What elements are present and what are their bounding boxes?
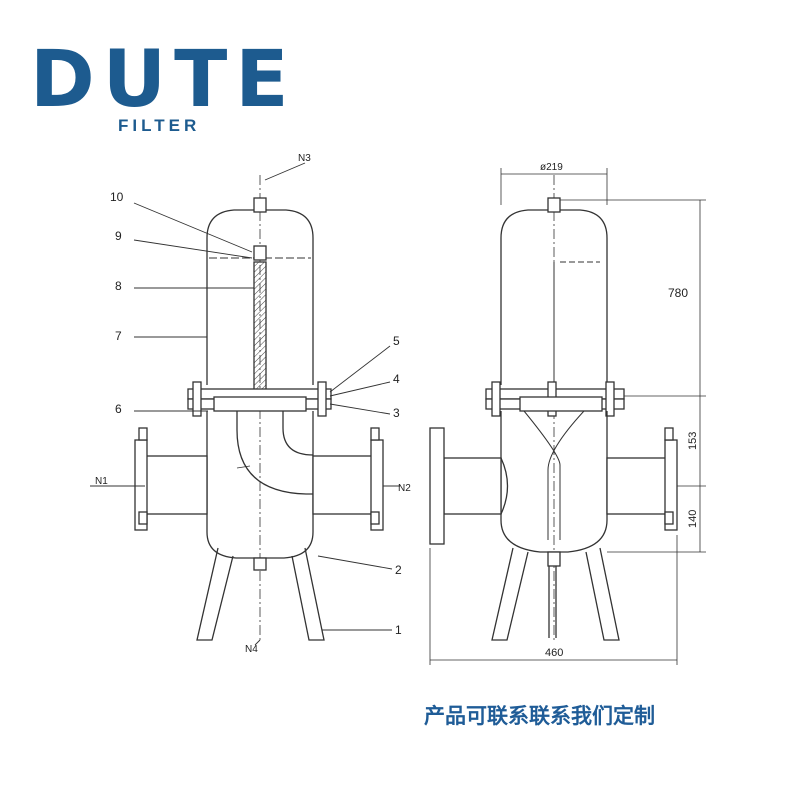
side-top-nozzle bbox=[547, 197, 561, 213]
part-label-2: 2 bbox=[395, 563, 402, 577]
side-right-pipe bbox=[606, 457, 668, 515]
element-top-nut bbox=[253, 245, 267, 261]
side-upper-vessel bbox=[500, 209, 608, 385]
part-label-6: 6 bbox=[115, 402, 122, 416]
filter-element bbox=[253, 261, 267, 397]
side-leg-left bbox=[491, 547, 529, 641]
nozzle-n3 bbox=[253, 197, 267, 213]
side-view bbox=[429, 168, 706, 665]
part-label-10: 10 bbox=[110, 190, 124, 204]
nozzle-n4 bbox=[253, 557, 267, 571]
dimension-labels: ø219 780 153 140 460 bbox=[540, 162, 699, 659]
part-label-9: 9 bbox=[115, 229, 122, 243]
brand-tagline: FILTER bbox=[118, 116, 201, 135]
side-leg-right bbox=[585, 547, 620, 641]
side-left-pipe bbox=[443, 457, 502, 515]
side-left-flange bbox=[429, 427, 445, 545]
inner-elbow bbox=[236, 411, 314, 495]
part-label-8: 8 bbox=[115, 279, 122, 293]
front-leg-right bbox=[291, 547, 325, 641]
front-leg-left bbox=[196, 547, 234, 641]
part-labels: 10 9 8 7 6 5 4 3 2 1 N3 N1 N2 N4 bbox=[95, 153, 411, 655]
nozzle-label-n1: N1 bbox=[95, 476, 108, 487]
dim-height-mid: 153 bbox=[687, 432, 699, 450]
nozzle-n1-pipe bbox=[144, 455, 208, 515]
nozzle-label-n3: N3 bbox=[298, 153, 311, 164]
nozzle-n2-pipe bbox=[312, 455, 374, 515]
nozzle-label-n2: N2 bbox=[398, 483, 411, 494]
part-label-4: 4 bbox=[393, 372, 400, 386]
part-label-3: 3 bbox=[393, 406, 400, 420]
tube-sheet bbox=[213, 396, 307, 412]
dimensions bbox=[429, 168, 706, 665]
part-label-5: 5 bbox=[393, 334, 400, 348]
front-view bbox=[90, 162, 400, 646]
dim-diameter: ø219 bbox=[540, 162, 563, 173]
dim-width: 460 bbox=[545, 647, 563, 659]
part-label-1: 1 bbox=[395, 623, 402, 637]
nozzle-label-n4: N4 bbox=[245, 644, 258, 655]
dim-height-top: 780 bbox=[668, 286, 688, 300]
flange-bolt-left bbox=[192, 381, 202, 417]
flange-bolt-right bbox=[317, 381, 327, 417]
part-label-7: 7 bbox=[115, 329, 122, 343]
brand-name: DUTE bbox=[30, 35, 297, 125]
dim-height-low: 140 bbox=[687, 510, 699, 528]
upper-vessel bbox=[206, 209, 314, 385]
custom-order-note: 产品可联系联系我们定制 bbox=[424, 704, 655, 728]
brand-logo: DUTE FILTER bbox=[30, 40, 289, 140]
